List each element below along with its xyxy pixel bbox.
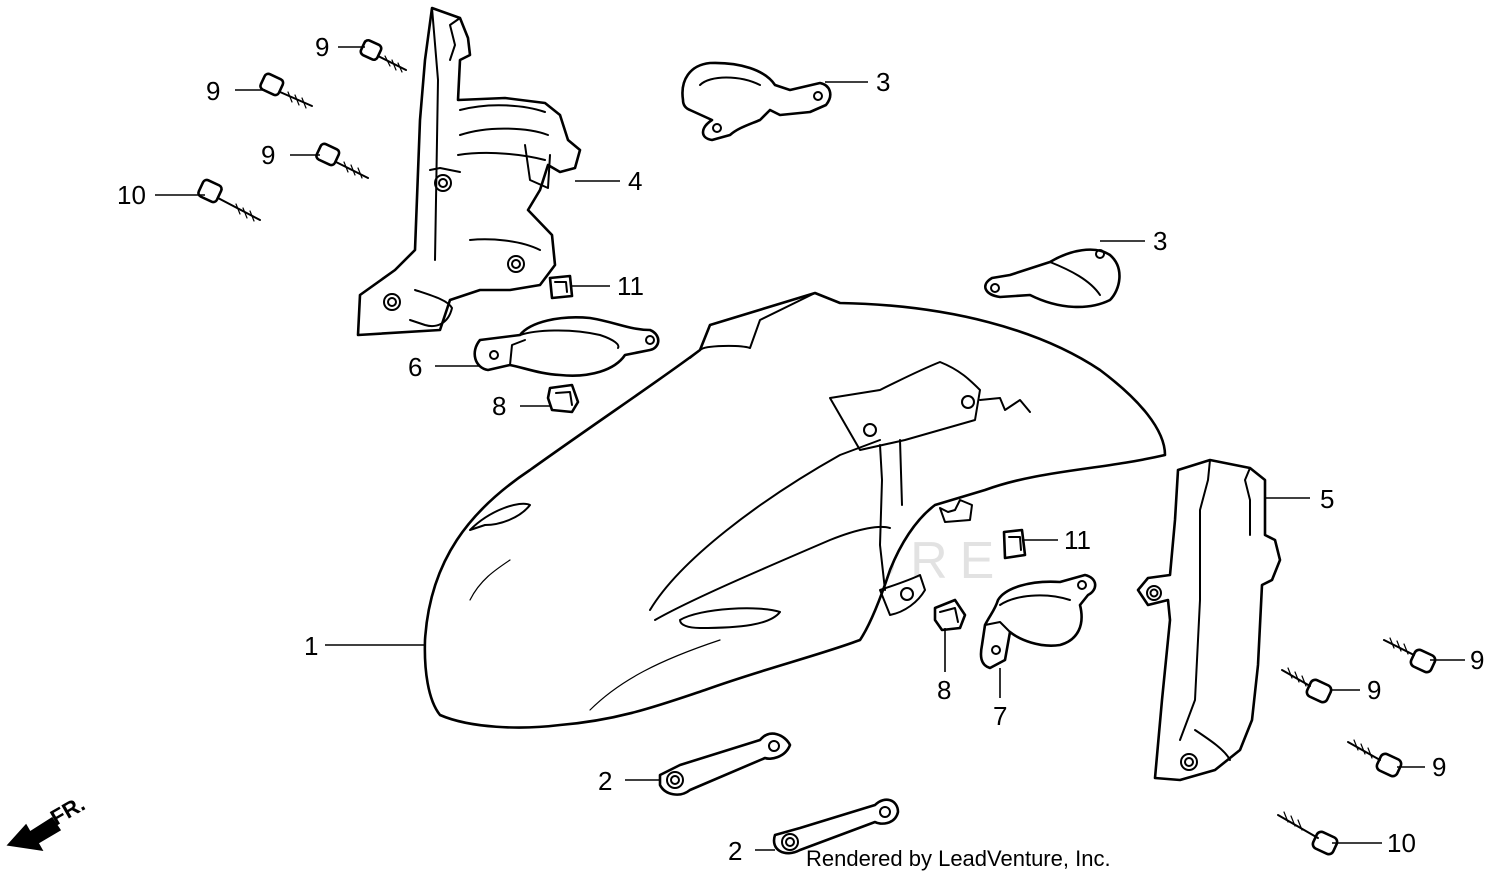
callout-9a[interactable]: 9	[315, 32, 329, 62]
bolt-top-2[interactable]	[259, 72, 313, 109]
callout-6[interactable]: 6	[408, 352, 422, 382]
callout-7[interactable]: 7	[993, 701, 1007, 731]
spring-nut-left[interactable]	[548, 274, 574, 300]
bolt-right-1[interactable]	[1383, 637, 1437, 674]
stay-lower-b[interactable]	[772, 798, 900, 855]
callout-9d[interactable]: 9	[1470, 645, 1484, 675]
bolt-long-right[interactable]	[1277, 811, 1339, 856]
callout-10b[interactable]: 10	[1387, 828, 1416, 858]
callout-4[interactable]: 4	[628, 166, 642, 196]
callout-9b[interactable]: 9	[206, 76, 220, 106]
front-fender[interactable]	[423, 291, 1167, 729]
render-credit: Rendered by LeadVenture, Inc.	[806, 846, 1111, 871]
callout-8a[interactable]: 8	[492, 391, 506, 421]
fork-cover-left[interactable]	[356, 6, 582, 337]
callout-9f[interactable]: 9	[1432, 752, 1446, 782]
stay-lower-a[interactable]	[658, 732, 792, 796]
bolt-right-2[interactable]	[1281, 667, 1333, 704]
callout-8b[interactable]: 8	[937, 675, 951, 705]
callout-3b[interactable]: 3	[1153, 226, 1167, 256]
bolt-top-1[interactable]	[359, 38, 407, 73]
callout-labels: 1 2 2 3 3 4 5 6 7 8 8 9 9 9 10 11 11 9 9…	[117, 32, 1484, 866]
callout-5[interactable]: 5	[1320, 484, 1334, 514]
callout-10a[interactable]: 10	[117, 180, 146, 210]
callout-11a[interactable]: 11	[617, 271, 644, 301]
front-direction-indicator: FR.	[6, 791, 89, 851]
callout-9c[interactable]: 9	[261, 140, 275, 170]
clip-nut-left[interactable]	[546, 383, 580, 414]
callout-11b[interactable]: 11	[1064, 525, 1091, 555]
leader-lines	[155, 46, 1465, 851]
fork-cover-right[interactable]	[1136, 458, 1282, 782]
callout-3a[interactable]: 3	[876, 67, 890, 97]
callout-9e[interactable]: 9	[1367, 675, 1381, 705]
callout-2b[interactable]: 2	[728, 836, 742, 866]
callout-1[interactable]: 1	[304, 631, 318, 661]
bolt-long-left[interactable]	[197, 178, 261, 222]
clamp-left[interactable]	[473, 316, 660, 377]
clamp-upper-b[interactable]	[984, 248, 1121, 309]
clamp-upper-a[interactable]	[681, 61, 832, 142]
front-arrow-icon	[6, 816, 62, 851]
bolt-right-3[interactable]	[1347, 739, 1403, 778]
callout-2a[interactable]: 2	[598, 766, 612, 796]
clip-nut-right[interactable]	[933, 598, 967, 632]
spring-nut-right[interactable]	[1002, 528, 1027, 560]
clamp-right[interactable]	[979, 573, 1097, 670]
bolt-top-3[interactable]	[315, 142, 369, 179]
